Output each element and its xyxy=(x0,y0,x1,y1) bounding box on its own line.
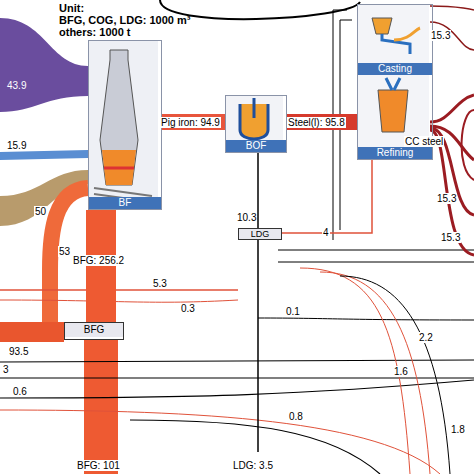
ore-band xyxy=(0,150,88,160)
flow-connector xyxy=(282,160,372,233)
flow-value: 0.6 xyxy=(12,386,28,397)
flow-value: 93.5 xyxy=(8,346,29,357)
node-label: Casting xyxy=(358,63,432,75)
unit-note: others: 1000 t xyxy=(58,26,132,38)
flow-value: 0.1 xyxy=(285,306,301,317)
flow-value: 3 xyxy=(2,364,10,375)
flow-connector xyxy=(257,153,259,228)
blast-furnace: BF xyxy=(88,40,162,210)
flow-value: 2.2 xyxy=(418,332,434,343)
flow-value: 1.6 xyxy=(393,366,409,377)
node-label: BF xyxy=(89,197,161,209)
flow-value: 15.9 xyxy=(6,140,27,151)
flow-value: 15.3 xyxy=(436,193,457,204)
flow-value: 0.8 xyxy=(288,411,304,422)
flow-value: 43.9 xyxy=(6,80,27,91)
flow-connector xyxy=(287,114,357,130)
ldg-holder: LDG xyxy=(238,228,282,240)
node-label: LDG xyxy=(239,229,281,239)
band-93 xyxy=(0,322,64,342)
flow-value: 15.3 xyxy=(430,30,451,41)
bof-converter: BOF xyxy=(225,95,287,153)
flow-connector xyxy=(86,210,116,322)
node-label: BFG xyxy=(65,323,123,337)
flow-value: 4 xyxy=(322,227,330,238)
flow-value: 53 xyxy=(58,246,71,257)
unit-note: Unit: xyxy=(58,2,85,14)
flow-value: 50 xyxy=(34,206,47,217)
flow-value: LDG: 3.5 xyxy=(232,460,274,471)
node-label: BOF xyxy=(226,140,286,152)
flow-value: Pig iron: 94.9 xyxy=(160,117,221,128)
flow-value: 5.3 xyxy=(152,278,168,289)
bfg-out-band xyxy=(84,340,118,474)
flow-value: CC steel xyxy=(404,136,444,147)
node-label: Refining xyxy=(358,147,432,159)
flow-value: BFG: 101 xyxy=(76,460,121,471)
unit-note: BFG, COG, LDG: 1000 m³ xyxy=(58,14,191,26)
flow-value: 0.3 xyxy=(180,303,196,314)
flow-value: Steel(l): 95.8 xyxy=(287,117,346,128)
flow-value: BFG: 256.2 xyxy=(72,255,125,266)
flow-value: 15.3 xyxy=(440,232,461,243)
bfg-holder: BFG xyxy=(64,322,124,340)
flow-value: 10.3 xyxy=(236,212,257,223)
flow-value: 1.8 xyxy=(450,424,466,435)
